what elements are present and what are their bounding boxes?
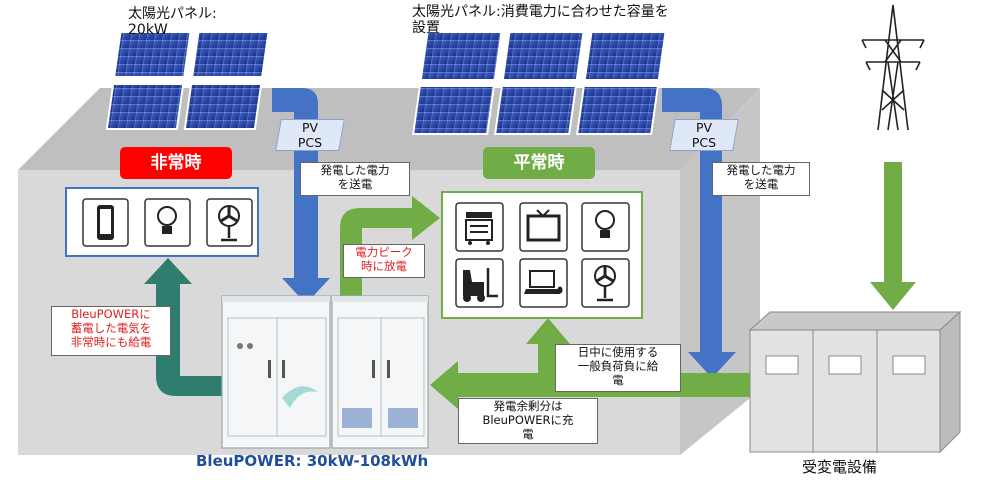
bleu-supply-note: BleuPOWERに 蓄電した電気を 非常時にも給電 [51,306,171,356]
tv-icon [519,202,568,252]
emergency-badge: 非常時 [120,147,232,179]
laptop-icon [519,258,568,308]
transmission-tower-icon [861,4,925,131]
solar-panels-right [412,31,667,135]
forklift-icon [455,258,504,308]
substation-equipment [748,310,962,454]
daytime-load-note: 日中に使用する 一般負荷負に給 電 [555,344,681,392]
send-power-left-note: 発電した電力 を送電 [300,162,410,196]
blue-arrow-right [662,88,736,378]
send-power-right-note: 発電した電力 を送電 [712,162,810,196]
green-arrow-tower [870,162,916,310]
pcs-left: PV PCS [275,119,345,151]
teal-arrow-emergency [144,258,224,396]
fan-icon [206,198,253,247]
normal-badge: 平常時 [483,147,595,179]
smartphone-icon [82,198,129,247]
bleupower-title: BleuPOWER: 30kW-108kWh [196,452,429,470]
bleupower-unit [221,295,429,449]
copier-icon [455,202,504,252]
panel-right-label: 太陽光パネル:消費電力に合わせた容量を 設置 [412,4,669,36]
green-arrow-up [526,318,570,373]
solar-panels-left [105,31,270,130]
lightbulb-icon [581,202,630,252]
surplus-charge-note: 発電余剰分は BleuPOWERに充 電 [458,398,598,444]
pcs-right: PV PCS [669,119,739,151]
green-arrow-peak [340,196,440,300]
lightbulb-icon [144,198,191,247]
peak-discharge-note: 電力ピーク 時に放電 [343,244,425,278]
substation-label: 受変電設備 [802,458,878,476]
panel-left-label: 太陽光パネル: 20kW [128,6,217,38]
fan-icon [581,258,630,308]
